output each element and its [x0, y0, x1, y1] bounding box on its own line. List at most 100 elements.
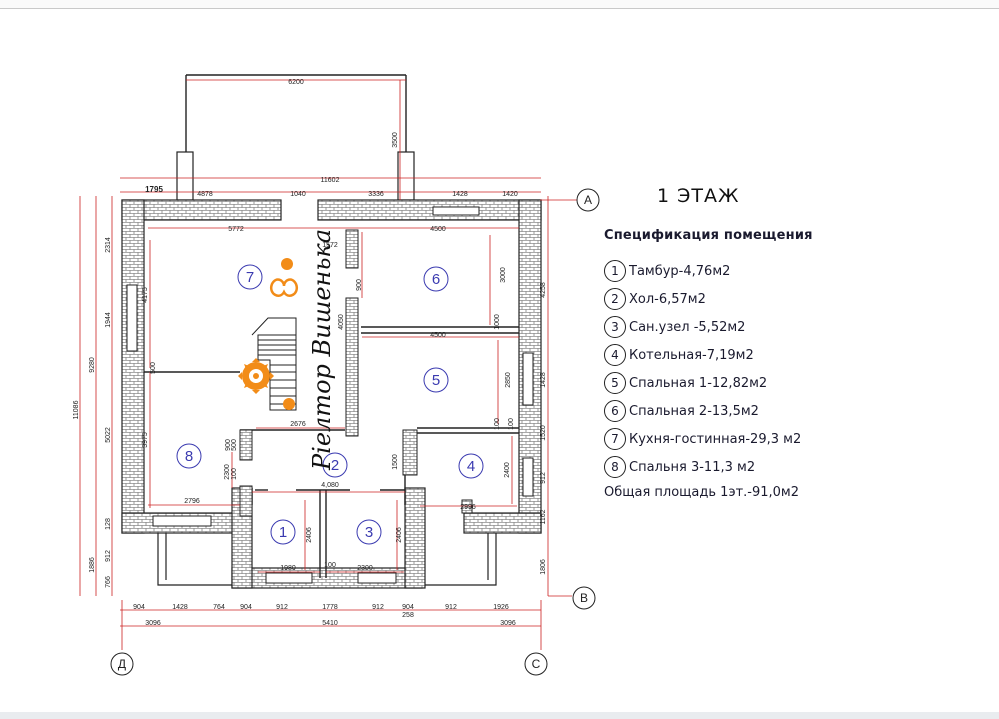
realtor-logo: [238, 258, 299, 410]
room-specification: Спецификация помещения 1 Тамбур-4,76м2 2…: [604, 228, 994, 500]
spec-row-number: 3: [604, 316, 626, 338]
dim-inner-top-0: 5772: [228, 226, 244, 233]
dim-right-seg-0: 4258: [540, 282, 547, 298]
dim-right-seg-1: 1428: [540, 372, 547, 388]
dim-right-seg-3: 912: [540, 472, 547, 484]
dim-bottom1-5: 1778: [322, 604, 338, 611]
spec-row-label: Кухня-гостинная-29,3 м2: [629, 431, 802, 447]
dim-right-seg-4: 1162: [540, 509, 547, 524]
dim-bath-width: 2300: [357, 565, 373, 572]
dim-top-seg-2: 1040: [290, 191, 306, 198]
spec-row-label: Котельная-7,19м2: [629, 347, 754, 363]
dim-left-seg-1: 1944: [105, 312, 112, 328]
spec-row-label: Спальная 1-12,82м2: [629, 375, 768, 391]
dim-misc-6: 500: [150, 362, 157, 374]
dim-left-seg-4: 1886: [89, 557, 96, 573]
spec-row: 8 Спальня 3-11,3 м2: [604, 453, 994, 481]
room-markers: [176, 264, 484, 545]
dim-misc-5: 500: [231, 439, 238, 451]
inner-brick-walls: [239, 229, 473, 517]
dim-left-seg-0: 2314: [105, 237, 112, 253]
axis-markers: [110, 188, 600, 676]
dim-terrace-depth: 3500: [392, 132, 399, 148]
spec-row: 3 Сан.узел -5,52м2: [604, 313, 994, 341]
porches: [157, 533, 497, 586]
dim-misc-3: 100: [494, 418, 501, 430]
spec-row-label: Хол-6,57м2: [629, 291, 706, 307]
axis-b-circle: [572, 586, 596, 610]
terrace-outline: [185, 74, 407, 200]
room-5-number: 5: [432, 372, 440, 389]
dim-misc-11: 100: [231, 468, 238, 480]
dim-bottom2-0: 3096: [145, 620, 161, 627]
dim-inner-top-1: 4500: [430, 226, 446, 233]
room-2-number: 2: [331, 457, 339, 474]
axis-a-circle: [576, 188, 600, 212]
dim-misc-10: 100: [324, 562, 336, 569]
spec-row: 4 Котельная-7,19м2: [604, 341, 994, 369]
axis-b-label: В: [580, 591, 588, 605]
dim-left-mid: 9280: [89, 357, 96, 373]
room-3-number: 3: [365, 524, 373, 541]
watermark-text: Ріелтор Вишенька: [308, 229, 336, 471]
axis-a-label: А: [584, 193, 592, 207]
spec-row-number: 8: [604, 456, 626, 478]
room-8-number: 8: [185, 448, 193, 465]
inner-walls: [144, 326, 519, 578]
dim-boiler-height: 2400: [504, 462, 511, 478]
dim-misc-9: 900: [356, 279, 363, 291]
spec-title: Спецификация помещения: [604, 228, 813, 243]
dim-right-seg-2: 1520: [540, 425, 547, 441]
dim-left-seg-5: 912: [105, 550, 112, 562]
dim-bottom-small: 258: [402, 612, 414, 619]
dim-hall-height: 2300: [224, 464, 231, 480]
spec-row: 5 Спальная 1-12,82м2: [604, 369, 994, 397]
room-4-number: 4: [467, 458, 475, 475]
dim-bottom1-8: 912: [445, 604, 457, 611]
top-border: [0, 0, 999, 9]
dimension-lines: [79, 79, 580, 650]
dim-misc-0: 900: [225, 439, 232, 451]
dim-left-overall: 11086: [73, 400, 80, 419]
dim-misc-8: 1572: [322, 242, 338, 249]
dim-top-seg-3: 3336: [368, 191, 384, 198]
dim-boiler-width: 2996: [460, 504, 476, 511]
spec-row-number: 4: [604, 344, 626, 366]
dim-misc-2: 1500: [392, 454, 399, 470]
dim-bottom1-7: 904: [402, 604, 414, 611]
dim-room7-height: 4175: [142, 287, 149, 303]
dim-terrace-width: 6200: [288, 79, 304, 86]
axis-d-circle: [110, 652, 134, 676]
room-7-number: 7: [246, 269, 254, 286]
dim-bottom1-1: 1428: [172, 604, 188, 611]
dim-bath-height: 2406: [396, 527, 403, 543]
room-6-number: 6: [432, 271, 440, 288]
dim-right-seg-5: 1806: [540, 559, 547, 575]
dim-room6-height: 3000: [500, 267, 507, 283]
dim-top-seg-0: 1795: [145, 185, 163, 194]
spec-row-number: 2: [604, 288, 626, 310]
dim-bottom1-6: 912: [372, 604, 384, 611]
windows: [126, 206, 534, 584]
floor-title: 1 ЭТАЖ: [657, 185, 740, 207]
spec-row: 1 Тамбур-4,76м2: [604, 257, 994, 285]
dim-left-seg-2: 5022: [105, 427, 112, 443]
axis-c-label: С: [532, 657, 541, 671]
dim-bottom1-9: 1926: [493, 604, 509, 611]
dim-hall-width: 2676: [290, 421, 306, 428]
dim-left-seg-6: 766: [105, 576, 112, 588]
spec-row: 2 Хол-6,57м2: [604, 285, 994, 313]
spec-row: 7 Кухня-гостинная-29,3 м2: [604, 425, 994, 453]
dim-bottom1-2: 764: [213, 604, 225, 611]
dim-top-seg-1: 4878: [197, 191, 213, 198]
terrace-post-left: [176, 151, 194, 201]
spec-row-label: Спальня 3-11,3 м2: [629, 459, 756, 475]
spec-row-number: 1: [604, 260, 626, 282]
total-area: Общая площадь 1эт.-91,0м2: [604, 485, 799, 500]
dim-left-seg-3: 128: [105, 518, 112, 530]
spec-row-label: Сан.узел -5,52м2: [629, 319, 746, 335]
dim-vestibule-width: 1980: [280, 565, 296, 572]
dim-room8-width: 2796: [184, 498, 200, 505]
dim-hall-lower: 4,080: [321, 482, 339, 489]
